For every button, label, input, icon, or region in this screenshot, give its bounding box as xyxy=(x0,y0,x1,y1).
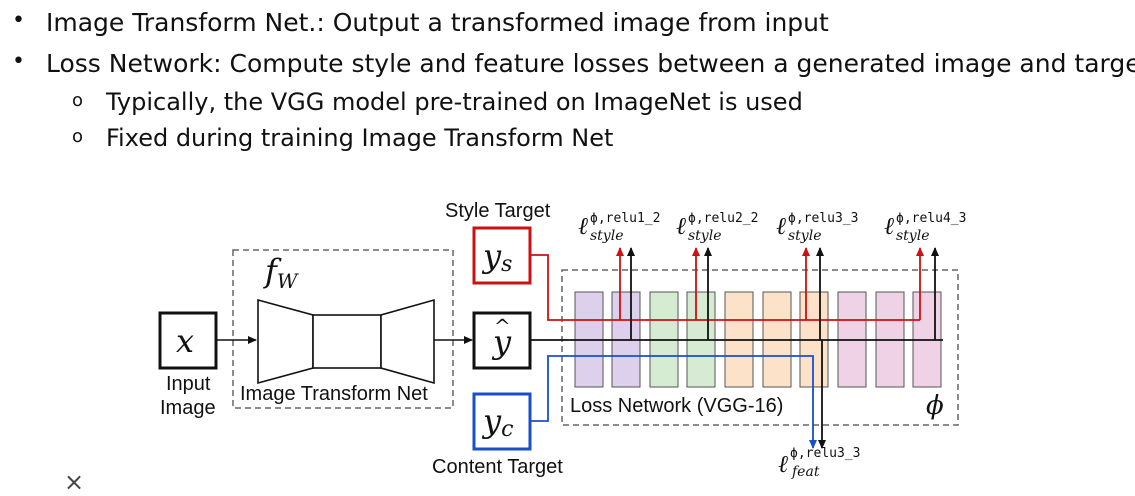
ell-icon: ℓ xyxy=(776,212,786,240)
sub-bullet-text: Typically, the VGG model pre-trained on … xyxy=(106,88,803,116)
input-image-box xyxy=(158,311,218,370)
style-loss-label: ℓ ϕ,relu4_3 style xyxy=(884,211,966,244)
content-symbol: yc xyxy=(481,402,513,442)
sub-bullet-text: Fixed during training Image Transform Ne… xyxy=(106,124,614,152)
sub-bullet-item: o Typically, the VGG model pre-trained o… xyxy=(72,88,803,116)
transform-net-box xyxy=(232,249,454,409)
sub-bullet-circle-icon: o xyxy=(72,126,84,147)
decoder-shape xyxy=(380,298,435,385)
style-path-line xyxy=(530,254,920,321)
style-loss-sup: ϕ,relu1_2 xyxy=(590,211,660,226)
style-loss-sub: style xyxy=(688,228,721,244)
encoder-shape xyxy=(257,298,314,385)
feat-loss-label: ℓ ϕ,relu3_3 feat xyxy=(778,446,860,480)
bullet-item: • Image Transform Net.: Output a transfo… xyxy=(12,8,829,37)
sub-bullet-item: o Fixed during training Image Transform … xyxy=(72,124,614,152)
input-label-line2: Image xyxy=(160,397,216,419)
content-target-label: Content Target xyxy=(432,456,563,478)
hat-icon: ^ xyxy=(494,314,511,338)
bullet-text: Image Transform Net.: Output a transform… xyxy=(46,8,829,37)
style-target-label: Style Target xyxy=(445,200,551,222)
style-loss-label: ℓ ϕ,relu2_2 style xyxy=(676,211,758,244)
feat-loss-sup: ϕ,relu3_3 xyxy=(790,446,860,461)
style-loss-label: ℓ ϕ,relu3_3 style xyxy=(776,211,858,244)
style-loss-label: ℓ ϕ,relu1_2 style xyxy=(578,211,660,244)
style-loss-sup: ϕ,relu3_3 xyxy=(788,211,858,226)
loss-network-box xyxy=(561,269,959,426)
loss-network-label: Loss Network (VGG-16) xyxy=(570,395,783,417)
bullet-item: • Loss Network: Compute style and featur… xyxy=(12,49,1135,78)
style-loss-sub: style xyxy=(896,228,929,244)
bullet-dot-icon: • xyxy=(12,8,25,33)
input-symbol: x xyxy=(176,322,194,360)
sub-bullet-circle-icon: o xyxy=(72,90,84,111)
style-loss-sub: style xyxy=(788,228,821,244)
close-icon[interactable]: × xyxy=(64,468,85,496)
phi-symbol: ϕ xyxy=(926,391,944,421)
output-symbol: y xyxy=(491,323,512,361)
style-symbol: ys xyxy=(481,237,512,277)
style-loss-sup: ϕ,relu4_3 xyxy=(896,211,966,226)
ell-icon: ℓ xyxy=(884,212,894,240)
ell-icon: ℓ xyxy=(578,212,588,240)
input-label-line1: Input xyxy=(166,373,211,395)
bottleneck-shape xyxy=(312,314,382,369)
ell-icon: ℓ xyxy=(676,212,686,240)
style-loss-sub: style xyxy=(590,228,623,244)
content-path-line xyxy=(530,355,817,449)
bullet-dot-icon: • xyxy=(12,49,25,74)
transform-net-label: Image Transform Net xyxy=(240,383,428,405)
bullet-text: Loss Network: Compute style and feature … xyxy=(46,49,1135,78)
transform-symbol: fW xyxy=(263,252,299,293)
style-loss-sup: ϕ,relu2_2 xyxy=(688,211,758,226)
content-target-box xyxy=(472,392,532,451)
ell-icon: ℓ xyxy=(778,450,788,478)
feat-loss-sub: feat xyxy=(791,464,820,480)
